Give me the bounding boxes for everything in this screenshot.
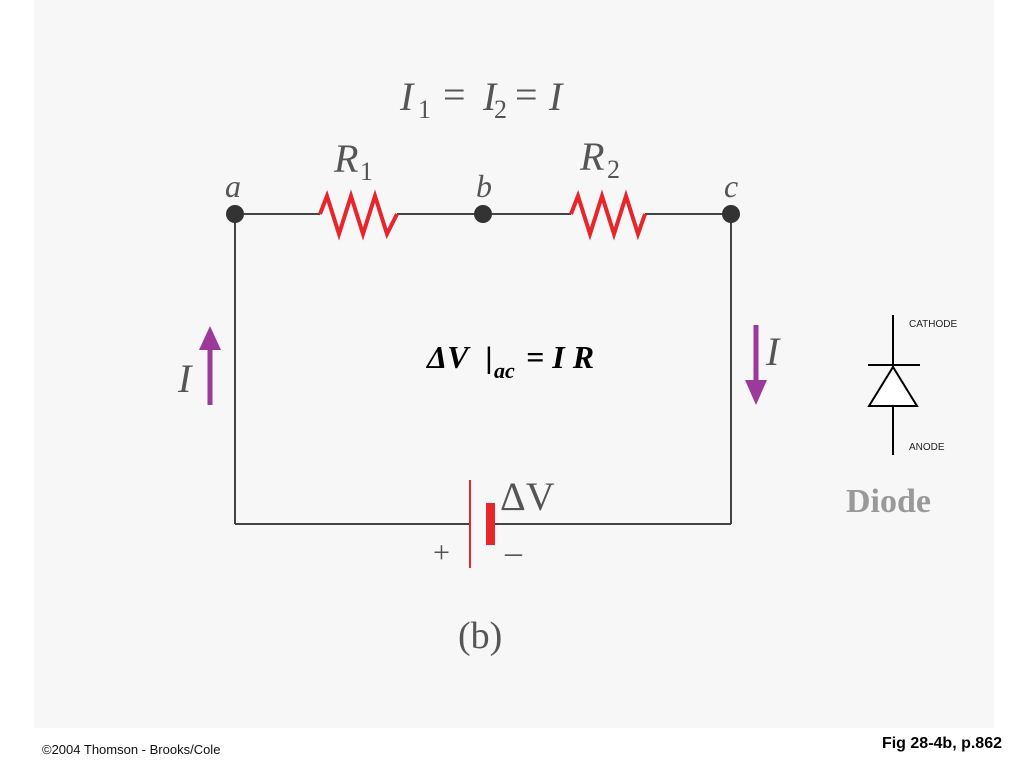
diode-caption: Diode xyxy=(846,483,931,520)
node-label-c: c xyxy=(724,168,738,204)
r2-subscript: 2 xyxy=(607,155,620,184)
r1-subscript: 1 xyxy=(360,157,373,186)
current-label-left: I xyxy=(177,356,193,401)
node-label-a: a xyxy=(225,168,241,204)
eq-I1: I xyxy=(399,74,415,119)
node-b xyxy=(474,205,492,223)
current-arrow-right xyxy=(745,325,767,405)
figure-reference: Fig 28-4b, p.862 xyxy=(881,735,1002,752)
eq-I2: I xyxy=(482,74,498,119)
eq-equals-2: = xyxy=(515,72,538,117)
figure-panel xyxy=(34,0,994,728)
battery-minus: – xyxy=(504,534,523,571)
wires xyxy=(234,213,732,525)
voltage-eq-subscript: ac xyxy=(494,358,515,383)
diode-cathode-label: CATHODE xyxy=(909,319,957,330)
current-label-right: I xyxy=(765,329,781,374)
node-c xyxy=(722,205,740,223)
panel-label: (b) xyxy=(458,615,502,657)
resistor-r2 xyxy=(569,189,647,241)
nodes xyxy=(226,205,740,223)
eq-equals-1: = xyxy=(443,72,466,117)
eq-I: I xyxy=(548,74,564,119)
voltage-equation: ΔV | ac = I R xyxy=(425,339,594,383)
resistor-labels: R 1 R 2 xyxy=(333,134,620,186)
diode-anode-label: ANODE xyxy=(909,442,945,453)
copyright-notice: ©2004 Thomson - Brooks/Cole xyxy=(42,742,221,757)
resistor-r1 xyxy=(318,189,399,241)
voltage-eq-rest: = I R xyxy=(518,339,594,375)
eq-sub1: 1 xyxy=(418,95,431,124)
current-equality-equation: I 1 = I 2 = I xyxy=(399,72,564,124)
eq-sub2: 2 xyxy=(494,95,507,124)
diode-triangle xyxy=(867,365,919,407)
r2-symbol: R xyxy=(579,134,604,179)
node-a xyxy=(226,205,244,223)
r1-symbol: R xyxy=(333,136,358,181)
voltage-eq-deltav: ΔV xyxy=(425,339,471,375)
current-arrow-left xyxy=(199,326,221,405)
battery xyxy=(469,480,495,568)
battery-label: ΔV xyxy=(500,474,555,519)
diode-symbol xyxy=(867,315,920,455)
node-labels: a b c xyxy=(225,168,738,204)
node-label-b: b xyxy=(476,168,492,204)
voltage-eq-bar: | xyxy=(485,342,493,375)
battery-negative-plate xyxy=(486,503,495,545)
battery-plus: + xyxy=(433,536,450,569)
